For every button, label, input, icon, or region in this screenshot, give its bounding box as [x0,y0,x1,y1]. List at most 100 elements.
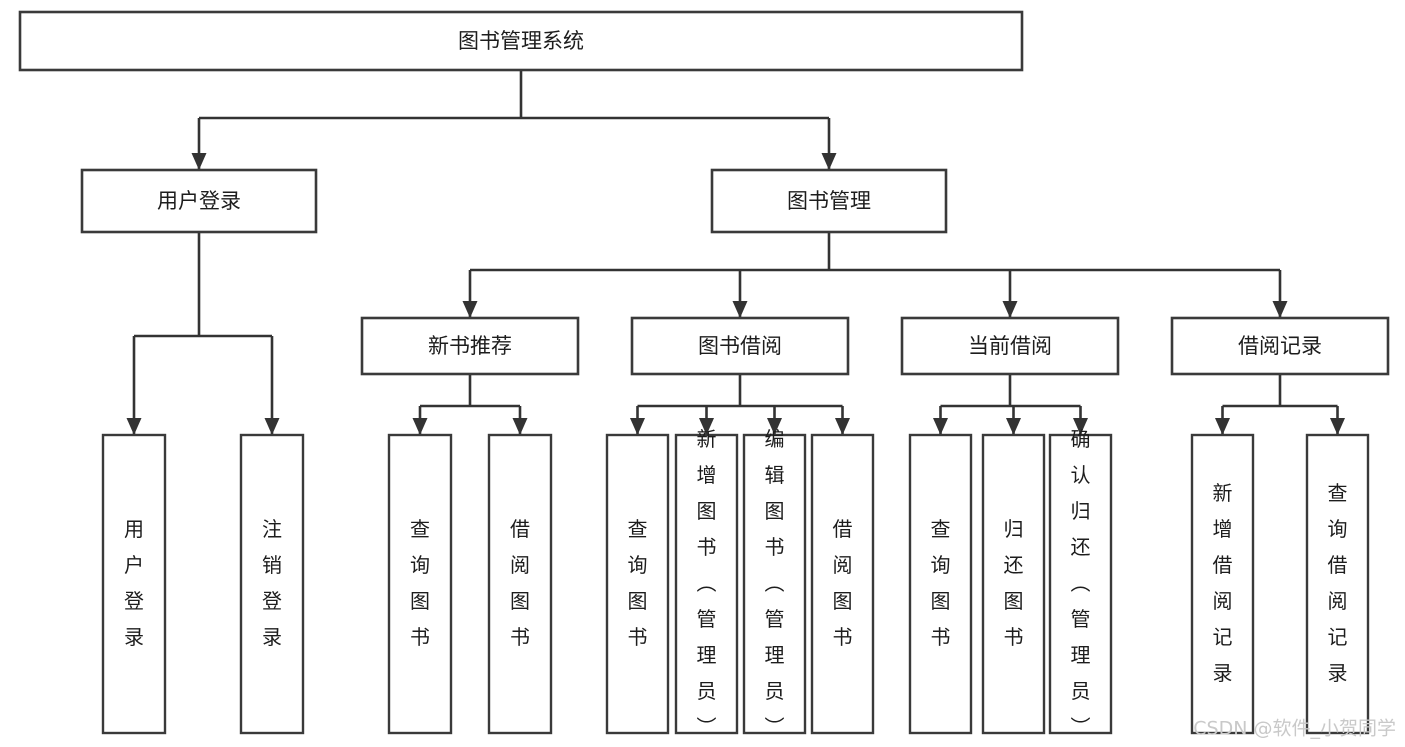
node-layer: 图书管理系统用户登录图书管理新书推荐图书借阅当前借阅借阅记录用户登录注销登录查询… [18,10,1390,739]
node-label: 查询图书 [410,517,430,649]
node-label-char: 图 [628,589,648,613]
node-label-char: 员 [765,679,785,703]
node-label-char: 编 [765,427,785,451]
node-box[interactable] [630,316,850,376]
node-label-char: 销 [262,553,282,577]
node-label-char: 书 [510,625,530,649]
node-user-login[interactable]: 用户登录 [80,168,318,234]
node-leaf-query-book-borrow[interactable]: 查询图书 [605,433,670,735]
node-leaf-logout[interactable]: 注销登录 [239,433,305,735]
arrow-head [1006,418,1021,435]
node-label-char: 询 [410,553,430,577]
node-label-char: 理 [765,643,785,667]
node-label-char: 书 [697,535,717,559]
node-box[interactable] [239,433,305,735]
node-label: 借阅记录 [1238,334,1322,358]
node-leaf-return-book[interactable]: 归还图书 [981,433,1046,735]
node-label: 注销登录 [262,517,282,649]
node-box[interactable] [810,433,875,735]
arrow-head [933,418,948,435]
node-label-char: 用 [124,517,144,541]
node-label-char: 确 [1071,427,1091,451]
arrow-head [126,418,142,435]
node-label-char: 阅 [510,553,530,577]
node-leaf-query-book-rec[interactable]: 查询图书 [387,433,453,735]
node-label-char: 录 [262,625,282,649]
node-leaf-add-record[interactable]: 新增借阅记录 [1190,433,1255,735]
node-box[interactable] [18,10,1024,72]
node-label-char: 图 [765,499,785,523]
node-root[interactable]: 图书管理系统 [18,10,1024,72]
arrow-head [821,153,837,170]
node-box[interactable] [1170,316,1390,376]
node-label-char: 书 [833,625,853,649]
node-leaf-confirm-return[interactable]: 确认归还︵管理员︶ [1048,427,1113,739]
node-box[interactable] [908,433,973,735]
node-label-char: 借 [1328,553,1348,577]
node-book-manage[interactable]: 图书管理 [710,168,948,234]
node-label-char: 归 [1004,517,1024,541]
node-label-char: ︵ [697,571,717,595]
node-box[interactable] [981,433,1046,735]
arrow-head [412,418,428,435]
node-leaf-query-record[interactable]: 查询借阅记录 [1305,433,1370,735]
node-label-char: 书 [628,625,648,649]
node-label-char: 借 [510,517,530,541]
node-box[interactable] [80,168,318,234]
node-box[interactable] [900,316,1120,376]
arrow-head [1272,301,1288,318]
node-box[interactable] [1305,433,1370,735]
node-box[interactable] [101,433,167,735]
node-label-char: 还 [1071,535,1091,559]
node-label-char: 录 [1213,661,1233,685]
connector-group-borrow-record [1221,374,1339,435]
node-label-char: 归 [1071,499,1091,523]
node-label-char: 理 [1071,643,1091,667]
node-label-char: 书 [410,625,430,649]
node-leaf-query-book-current[interactable]: 查询图书 [908,433,973,735]
node-label: 当前借阅 [968,334,1052,358]
node-label-char: 借 [1213,553,1233,577]
node-label-char: 户 [124,553,144,577]
node-box[interactable] [674,433,739,735]
node-leaf-borrow-book-rec[interactable]: 借阅图书 [487,433,553,735]
node-book-borrow[interactable]: 图书借阅 [630,316,850,376]
node-label: 图书借阅 [698,334,782,358]
node-label: 新增借阅记录 [1213,481,1233,685]
node-leaf-borrow-book[interactable]: 借阅图书 [810,433,875,735]
node-current-borrow[interactable]: 当前借阅 [900,316,1120,376]
node-borrow-record[interactable]: 借阅记录 [1170,316,1390,376]
arrow-head [264,418,280,435]
node-label-char: 阅 [1328,589,1348,613]
node-label-char: 录 [124,625,144,649]
node-label: 借阅图书 [833,517,853,649]
node-box[interactable] [1048,433,1113,735]
node-label-char: 书 [1004,625,1024,649]
node-new-book-rec[interactable]: 新书推荐 [360,316,580,376]
node-box[interactable] [360,316,580,376]
node-label: 查询图书 [931,517,951,649]
node-box[interactable] [605,433,670,735]
node-label-char: 还 [1004,553,1024,577]
node-box[interactable] [1190,433,1255,735]
node-label-char: 询 [628,553,648,577]
arrow-head [767,418,782,435]
node-label-char: 图 [510,589,530,613]
node-box[interactable] [387,433,453,735]
node-box[interactable] [742,433,807,735]
node-label: 新书推荐 [428,334,512,358]
connector-layer [126,70,1345,435]
node-leaf-add-book[interactable]: 新增图书︵管理员︶ [674,427,739,739]
node-label-char: 图 [931,589,951,613]
node-leaf-user-login[interactable]: 用户登录 [101,433,167,735]
node-leaf-edit-book[interactable]: 编辑图书︵管理员︶ [742,427,807,739]
arrow-head [191,153,207,170]
node-box[interactable] [487,433,553,735]
node-label-char: 询 [1328,517,1348,541]
node-box[interactable] [710,168,948,234]
node-label-char: 新 [1213,481,1233,505]
connector-group-new-book-rec [418,374,522,435]
connector-group-book-borrow [636,374,844,435]
node-label-char: ︶ [1071,715,1091,739]
